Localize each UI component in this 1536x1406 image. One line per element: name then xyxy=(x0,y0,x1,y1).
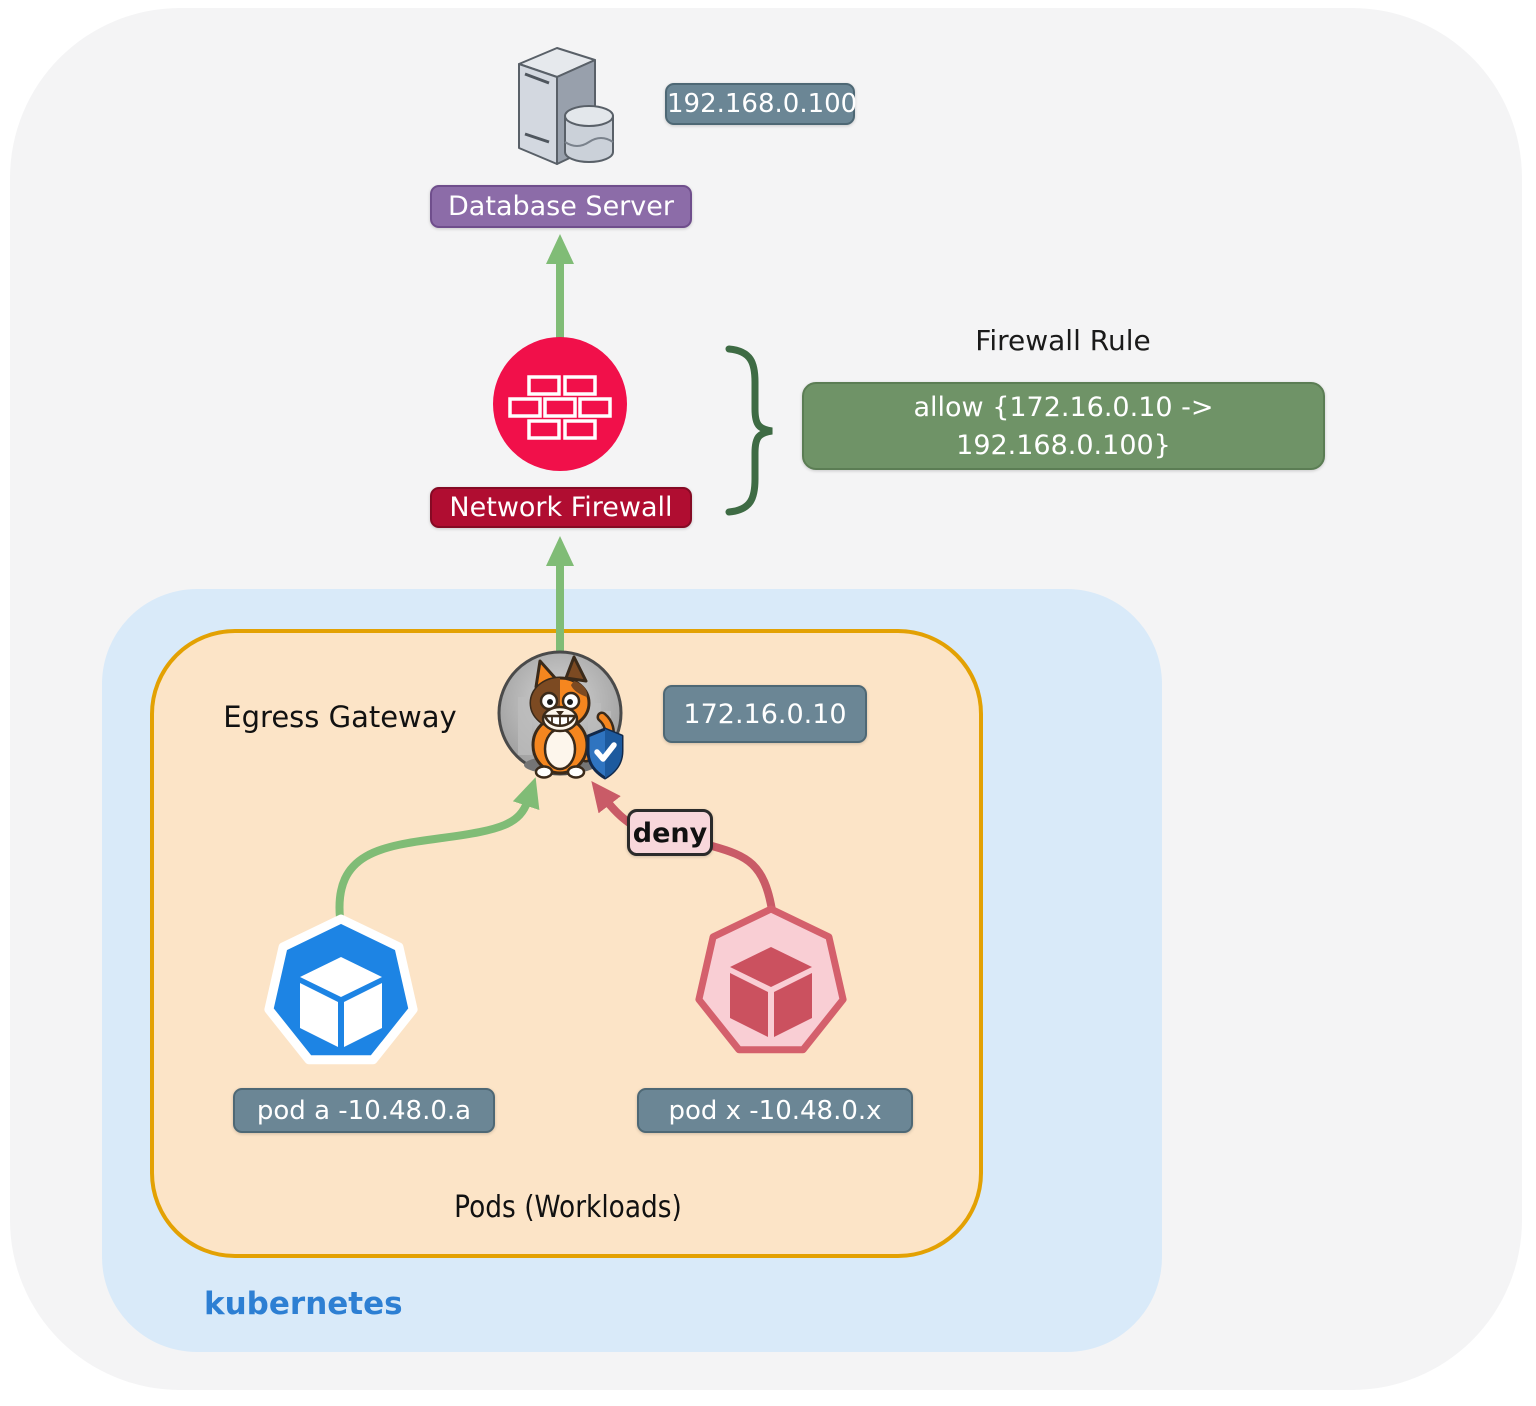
database-server-label: Database Server xyxy=(430,185,692,228)
kubernetes-label: kubernetes xyxy=(204,1286,403,1322)
firewall-rule-line2: 192.168.0.100} xyxy=(956,430,1171,462)
deny-badge: deny xyxy=(627,809,713,856)
pod-red-icon xyxy=(695,905,847,1054)
gateway-ip-badge: 172.16.0.10 xyxy=(663,685,867,743)
firewall-brick-icon xyxy=(508,375,612,440)
egress-gateway-cat-icon xyxy=(497,650,624,780)
shield-check-icon xyxy=(586,727,624,780)
pod-blue-icon xyxy=(264,914,418,1065)
db-ip-badge: 192.168.0.100 xyxy=(665,83,857,125)
firewall-rule-title: Firewall Rule xyxy=(975,324,1151,357)
network-firewall-label: Network Firewall xyxy=(430,487,692,528)
pods-workloads-label: Pods (Workloads) xyxy=(454,1190,682,1225)
firewall-rule-line1: allow {172.16.0.10 -> xyxy=(913,392,1214,423)
server-database-icon xyxy=(518,47,614,165)
firewall-rule-box: allow {172.16.0.10 -> 192.168.0.100} xyxy=(802,382,1325,470)
network-firewall-node xyxy=(493,337,627,471)
pod-a-label: pod a -10.48.0.a xyxy=(233,1088,495,1133)
pod-x-label: pod x -10.48.0.x xyxy=(637,1088,913,1133)
egress-gateway-label: Egress Gateway xyxy=(223,700,457,734)
